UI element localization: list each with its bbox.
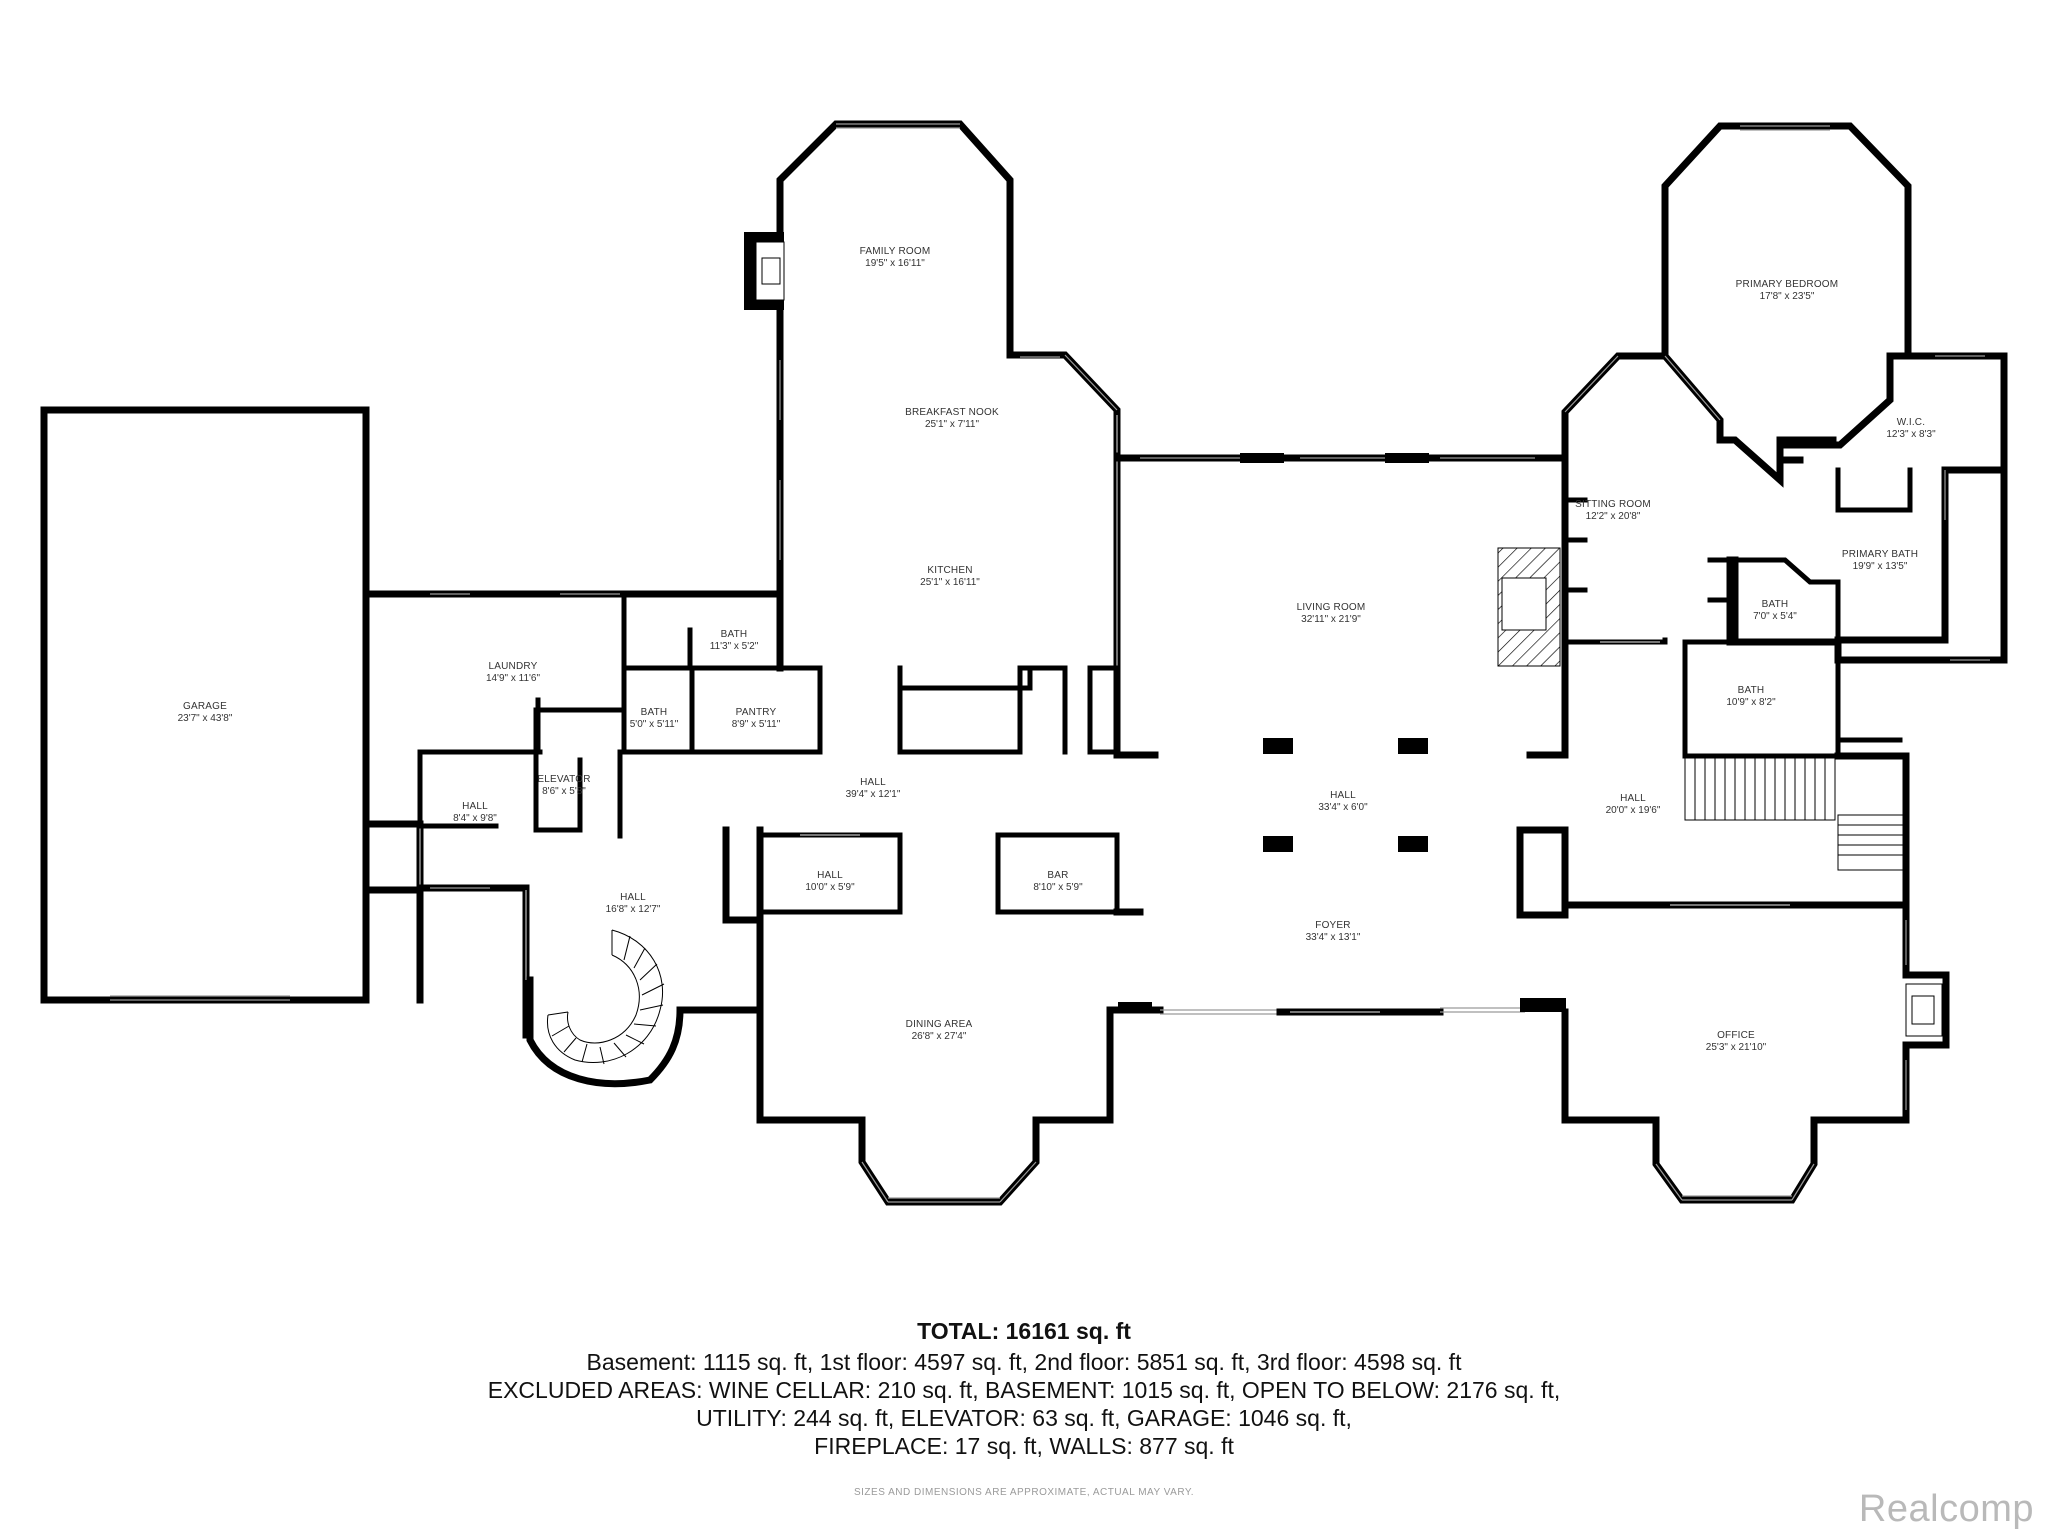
dining-walls bbox=[756, 1006, 1144, 1206]
room-dim: 25'1" x 16'11" bbox=[920, 577, 980, 588]
service-walls bbox=[362, 590, 1120, 839]
total-area: TOTAL: 16161 sq. ft bbox=[917, 1318, 1131, 1344]
room-dim: 7'0" x 5'4" bbox=[1753, 611, 1797, 622]
room-name: PANTRY bbox=[736, 707, 777, 718]
room-dim: 5'0" x 5'11" bbox=[630, 719, 679, 730]
room-dim: 12'3" x 8'3" bbox=[1886, 429, 1936, 440]
room-dim: 19'9" x 13'5" bbox=[1853, 561, 1908, 572]
room-dim: 10'0" x 5'9" bbox=[805, 882, 855, 893]
room-dim: 19'5" x 16'11" bbox=[865, 258, 925, 269]
room-dim: 8'4" x 9'8" bbox=[453, 813, 497, 824]
room-name: BATH bbox=[641, 707, 668, 718]
room-dim: 8'6" x 5'8" bbox=[542, 786, 586, 797]
room-name: PRIMARY BATH bbox=[1842, 549, 1918, 560]
room-dim: 23'7" x 43'8" bbox=[178, 713, 233, 724]
room-name: BATH bbox=[1738, 685, 1765, 696]
room-name: LIVING ROOM bbox=[1297, 602, 1366, 613]
room-name: ELEVATOR bbox=[537, 774, 590, 785]
brand-watermark: Realcomp bbox=[1858, 1488, 2034, 1530]
room-name: HALL bbox=[620, 892, 646, 903]
room-dim: 25'1" x 7'11" bbox=[925, 419, 980, 430]
room-dim: 20'0" x 19'6" bbox=[1606, 805, 1661, 816]
room-name: SITTING ROOM bbox=[1575, 499, 1651, 510]
excluded-areas-line: EXCLUDED AREAS: WINE CELLAR: 210 sq. ft,… bbox=[487, 1377, 1561, 1403]
room-dim: 8'10" x 5'9" bbox=[1033, 882, 1083, 893]
room-name: FOYER bbox=[1315, 920, 1350, 931]
office-walls bbox=[1561, 826, 1950, 1204]
room-name: HALL bbox=[817, 870, 843, 881]
room-name: GARAGE bbox=[183, 701, 227, 712]
room-dim: 14'9" x 11'6" bbox=[486, 673, 541, 684]
room-name: DINING AREA bbox=[906, 1019, 973, 1030]
room-dim: 39'4" x 12'1" bbox=[846, 789, 901, 800]
room-dim: 33'4" x 6'0" bbox=[1318, 802, 1368, 813]
room-name: FAMILY ROOM bbox=[860, 246, 931, 257]
room-dim: 10'9" x 8'2" bbox=[1726, 697, 1776, 708]
room-dim: 25'3" x 21'10" bbox=[1706, 1042, 1767, 1053]
room-name: PRIMARY BEDROOM bbox=[1736, 279, 1839, 290]
room-dim: 17'8" x 23'5" bbox=[1760, 291, 1815, 302]
room-name: HALL bbox=[462, 801, 488, 812]
room-name: BATH bbox=[721, 629, 748, 640]
room-name: HALL bbox=[1620, 793, 1646, 804]
garage-walls bbox=[40, 406, 424, 1004]
room-dim: 33'4" x 13'1" bbox=[1306, 932, 1361, 943]
room-dim: 11'3" x 5'2" bbox=[710, 641, 759, 652]
room-name: W.I.C. bbox=[1897, 417, 1925, 428]
room-name: OFFICE bbox=[1717, 1030, 1755, 1041]
room-dim: 8'9" x 5'11" bbox=[732, 719, 781, 730]
room-name: KITCHEN bbox=[927, 565, 972, 576]
room-dim: 32'11" x 21'9" bbox=[1301, 614, 1361, 625]
room-name: HALL bbox=[1330, 790, 1356, 801]
room-name: BAR bbox=[1047, 870, 1068, 881]
floor-areas-line: Basement: 1115 sq. ft, 1st floor: 4597 s… bbox=[586, 1349, 1462, 1375]
disclaimer: SIZES AND DIMENSIONS ARE APPROXIMATE, AC… bbox=[853, 1487, 1195, 1498]
excluded-areas-line-2: UTILITY: 244 sq. ft, ELEVATOR: 63 sq. ft… bbox=[696, 1405, 1352, 1431]
room-labels: GARAGE 23'7" x 43'8" FAMILY ROOM 19'5" x… bbox=[178, 246, 1937, 1053]
room-name: BREAKFAST NOOK bbox=[905, 407, 999, 418]
west-hall-walls bbox=[362, 826, 1144, 1088]
room-dim: 26'8" x 27'4" bbox=[912, 1031, 967, 1042]
room-dim: 16'8" x 12'7" bbox=[606, 904, 661, 915]
excluded-areas-line-3: FIREPLACE: 17 sq. ft, WALLS: 877 sq. ft bbox=[814, 1433, 1234, 1459]
room-dim: 12'2" x 20'8" bbox=[1586, 511, 1641, 522]
kitchen-wing-walls bbox=[744, 120, 1121, 759]
room-name: LAUNDRY bbox=[488, 661, 537, 672]
east-wing-walls bbox=[1516, 122, 2008, 919]
room-name: HALL bbox=[860, 777, 886, 788]
room-name: BATH bbox=[1762, 599, 1789, 610]
